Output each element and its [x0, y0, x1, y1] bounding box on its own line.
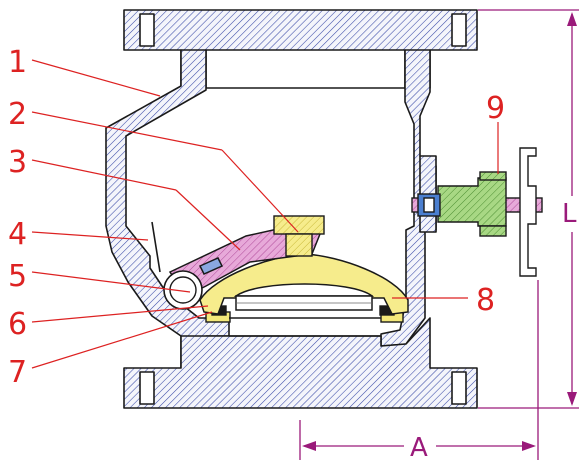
bolt-hole-top-left — [139, 13, 155, 47]
bottom-flange — [123, 317, 478, 409]
spring-wire — [151, 221, 161, 273]
callouts: 1 2 3 4 5 6 7 8 9 — [8, 45, 505, 390]
callout-8: 8 — [476, 283, 495, 318]
bolt-hole-top-right — [451, 13, 467, 47]
bolt-hole-bottom-left — [139, 371, 155, 405]
side-stem-assembly — [411, 147, 543, 277]
callout-1: 1 — [8, 45, 27, 80]
callout-2: 2 — [8, 97, 27, 132]
bolt-hole-bottom-right — [451, 371, 467, 405]
dimension-label-l: L — [562, 199, 577, 229]
disc-nut — [273, 215, 325, 257]
callout-6: 6 — [8, 307, 27, 342]
callout-4: 4 — [8, 217, 27, 252]
valve-disc — [199, 253, 409, 315]
callout-3: 3 — [8, 145, 27, 180]
callout-9: 9 — [486, 91, 505, 126]
seal-housing — [437, 177, 507, 227]
handwheel — [519, 147, 537, 277]
callout-7: 7 — [8, 355, 27, 390]
dimension-lines — [299, 9, 579, 460]
leader-lines — [31, 59, 499, 369]
callout-5: 5 — [8, 259, 27, 294]
dimension-label-a: A — [410, 433, 428, 463]
